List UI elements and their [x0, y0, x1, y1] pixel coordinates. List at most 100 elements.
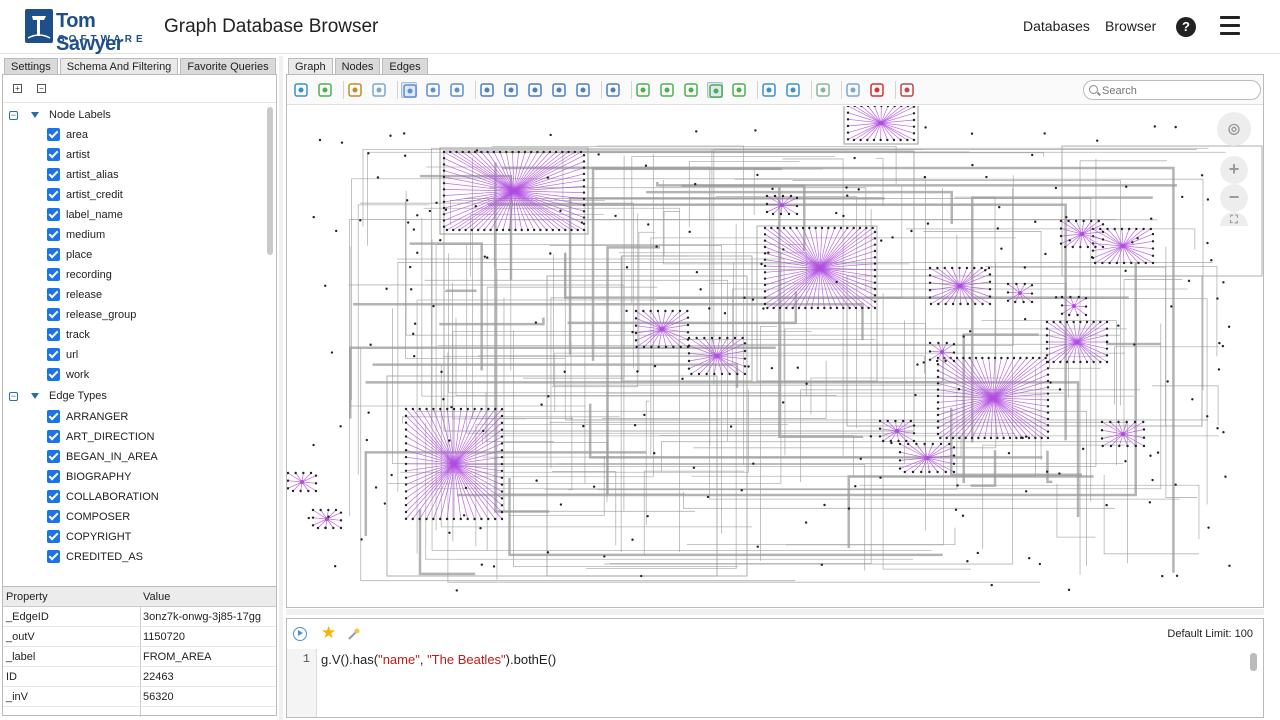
tab-settings[interactable]: Settings: [4, 58, 58, 76]
zoom-region-icon[interactable]: [479, 82, 495, 98]
checkbox-checked-icon[interactable]: [47, 248, 60, 261]
hierarchical-layout-icon[interactable]: [683, 82, 699, 98]
magic-wand-icon[interactable]: [347, 627, 361, 641]
export-icon[interactable]: [317, 82, 333, 98]
tree-item-label: ARRANGER: [66, 411, 129, 423]
circular-layout-icon[interactable]: [659, 82, 675, 98]
logo-figure-icon: [25, 9, 53, 43]
checkbox-checked-icon[interactable]: [47, 148, 60, 161]
collapse-toggle-icon[interactable]: −: [9, 391, 18, 401]
checkbox-checked-icon[interactable]: [47, 348, 60, 361]
fit-to-view-icon[interactable]: ⛶: [1220, 212, 1248, 226]
checkbox-checked-icon[interactable]: [47, 510, 60, 523]
checkbox-checked-icon[interactable]: [47, 228, 60, 241]
graph-search[interactable]: [1083, 80, 1261, 100]
checkbox-checked-icon[interactable]: [47, 208, 60, 221]
tree-item-label: COLLABORATION: [66, 491, 159, 503]
pan-control-icon[interactable]: ◎: [1217, 112, 1251, 146]
zoom-in-icon[interactable]: [527, 82, 543, 98]
query-code-editor[interactable]: 1 g.V().has("name", "The Beatles").bothE…: [287, 649, 1263, 717]
checkbox-checked-icon[interactable]: [47, 490, 60, 503]
run-query-icon[interactable]: [293, 627, 307, 641]
select-tool-icon[interactable]: [401, 82, 417, 98]
link-icon[interactable]: [815, 82, 831, 98]
checkbox-checked-icon[interactable]: [47, 288, 60, 301]
tab-nodes[interactable]: Nodes: [334, 58, 381, 76]
checkbox-checked-icon[interactable]: [47, 430, 60, 443]
collapse-toggle-icon[interactable]: −: [9, 110, 18, 120]
help-icon[interactable]: ?: [1176, 17, 1196, 37]
checkbox-checked-icon[interactable]: [47, 268, 60, 281]
zoom-out-tool-icon[interactable]: [551, 82, 567, 98]
checkbox-checked-icon[interactable]: [47, 128, 60, 141]
tom-sawyer-logo[interactable]: Tom Sawyer SOFTWARE: [22, 8, 143, 55]
nav-browser-link[interactable]: Browser: [1105, 18, 1157, 34]
orthogonal-layout-icon[interactable]: [635, 82, 651, 98]
vertical-splitter[interactable]: [279, 56, 283, 720]
checkbox-checked-icon[interactable]: [47, 328, 60, 341]
tab-schema-and-filtering[interactable]: Schema And Filtering: [59, 58, 179, 76]
expand-all-button[interactable]: +: [13, 84, 22, 93]
zoom-out-icon[interactable]: −: [1220, 184, 1248, 212]
property-name: _outV: [6, 631, 35, 643]
print-icon[interactable]: [347, 82, 363, 98]
toolbar-separator: [601, 81, 602, 99]
tree-scrollbar[interactable]: [267, 107, 273, 255]
property-name: _inV: [6, 691, 29, 703]
page-title: Graph Database Browser: [164, 16, 379, 37]
collapse-icon[interactable]: [785, 82, 801, 98]
checkbox-checked-icon[interactable]: [47, 450, 60, 463]
tab-favorite-queries[interactable]: Favorite Queries: [180, 58, 276, 76]
overview-icon[interactable]: [605, 82, 621, 98]
tab-graph[interactable]: Graph: [288, 58, 333, 76]
symmetric-layout-icon[interactable]: [707, 82, 723, 98]
tab-edges[interactable]: Edges: [382, 58, 428, 76]
table-header: Property Value: [3, 587, 276, 607]
checkbox-checked-icon[interactable]: [47, 470, 60, 483]
tree-item-label: label_name: [66, 209, 123, 221]
logo-wordmark: Tom Sawyer: [56, 10, 124, 55]
editor-scrollbar[interactable]: [1250, 653, 1257, 671]
search-input[interactable]: [1102, 83, 1252, 98]
property-value: 3onz7k-onwg-3j85-17gg: [143, 611, 262, 623]
print-preview-icon[interactable]: [371, 82, 387, 98]
checkbox-checked-icon[interactable]: [47, 368, 60, 381]
delete-icon[interactable]: [869, 82, 885, 98]
query-text[interactable]: g.V().has("name", "The Beatles").bothE(): [321, 652, 556, 667]
zoom-in-icon[interactable]: +: [1220, 156, 1248, 184]
zoom-in-tool-icon[interactable]: [503, 82, 519, 98]
collapse-all-button[interactable]: −: [37, 84, 46, 93]
hamburger-menu-icon[interactable]: [1220, 16, 1240, 36]
tree-layout-icon[interactable]: [731, 82, 747, 98]
query-toolbar: ★ Default Limit: 100: [287, 619, 1263, 647]
checkbox-checked-icon[interactable]: [47, 410, 60, 423]
checkbox-checked-icon[interactable]: [47, 168, 60, 181]
left-panel: Settings Schema And Filtering Favorite Q…: [0, 56, 279, 720]
zoom-fit-icon[interactable]: [575, 82, 591, 98]
toolbar-separator: [841, 81, 842, 99]
clear-icon[interactable]: [845, 82, 861, 98]
horizontal-splitter[interactable]: [286, 609, 1264, 615]
column-header-property[interactable]: Property: [6, 591, 48, 603]
pan-tool-icon[interactable]: [425, 82, 441, 98]
checkbox-checked-icon[interactable]: [47, 550, 60, 563]
graph-canvas[interactable]: ◎ + − ⛶: [287, 106, 1263, 608]
tree-item-label: url: [66, 349, 79, 361]
checkbox-checked-icon[interactable]: [47, 530, 60, 543]
default-limit-label: Default Limit: 100: [1167, 628, 1253, 640]
checkbox-checked-icon[interactable]: [47, 308, 60, 321]
expand-icon[interactable]: [761, 82, 777, 98]
favorite-star-icon[interactable]: ★: [321, 623, 337, 642]
move-tool-icon[interactable]: [449, 82, 465, 98]
checkbox-checked-icon[interactable]: [47, 188, 60, 201]
nav-databases-link[interactable]: Databases: [1023, 18, 1090, 34]
open-icon[interactable]: [293, 82, 309, 98]
filter-dropdown-icon[interactable]: [899, 82, 915, 98]
column-header-value[interactable]: Value: [143, 591, 171, 603]
